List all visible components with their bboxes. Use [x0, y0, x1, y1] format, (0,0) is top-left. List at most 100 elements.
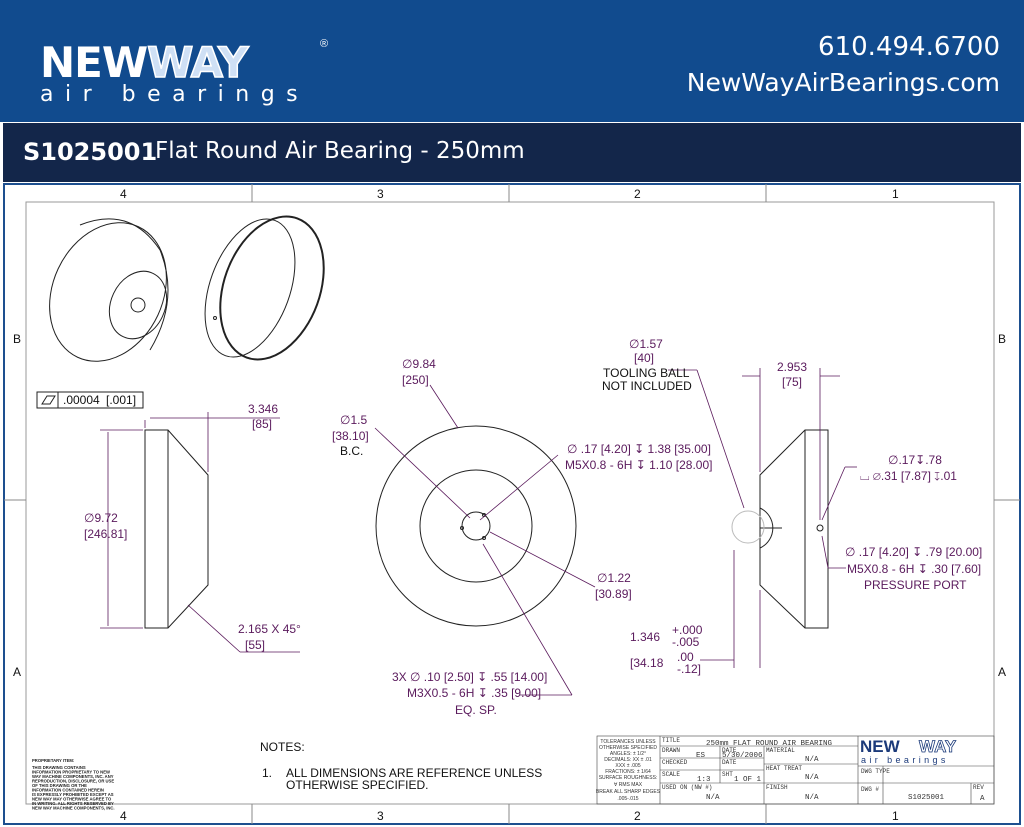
notes-heading: NOTES: — [260, 740, 305, 754]
zone-row-a: A — [13, 665, 21, 679]
flatness-metric: [.001] — [106, 393, 136, 407]
zone-labels: 4 3 2 1 4 3 2 1 B A B A — [13, 187, 1006, 823]
od-dim-in: ∅9.84 — [402, 357, 436, 371]
dwg-number-label: DWG # — [861, 786, 879, 793]
proprietary-line: REPRODUCTION, DISCLOSURE, OR USE — [32, 779, 114, 784]
holes-spec-1: 3X ∅ .10 [2.50] ↧ .55 [14.00] — [392, 670, 547, 684]
proprietary-line: INFORMATION PROPRIETARY TO NEW — [32, 770, 110, 775]
drawn-label: DRAWN — [662, 747, 680, 754]
proprietary-line: OF THIS DRAWING OR THE — [32, 783, 87, 788]
tolerance-block: TOLERANCES UNLESS OTHERWISE SPECIFIED AN… — [596, 739, 661, 802]
phone-number: 610.494.6700 — [818, 32, 1000, 62]
tooling-ball-label-1: TOOLING BALL — [603, 366, 690, 380]
zone-col-4-bottom: 4 — [120, 809, 127, 823]
proprietary-line: IN WRITING. ALL RIGHTS RESERVED BY — [32, 801, 114, 806]
finish-label: FINISH — [766, 784, 788, 791]
isometric-view-top — [204, 215, 325, 361]
tolerance-line: FRACTIONS: ± 1/64 — [605, 769, 651, 775]
finish-value: N/A — [805, 794, 819, 802]
proprietary-line: WAY MACHINE COMPONENTS, INC. ANY — [32, 774, 114, 779]
tooling-ball-label-2: NOT INCLUDED — [602, 379, 692, 393]
chamfer-dim-mm: [55] — [245, 638, 265, 652]
used-on-value: N/A — [706, 794, 720, 802]
bore-dim-in: ∅1.22 — [597, 571, 631, 585]
counterbore-spec-1: ∅.17↧.78 — [888, 453, 942, 467]
depth-tol-plus: +.000 — [672, 623, 703, 637]
tb-logo-way: WAY — [919, 737, 957, 756]
center-hole-spec-1: ∅ .17 [4.20] ↧ 1.38 [35.00] — [567, 442, 711, 456]
port-spec-1: ∅ .17 [4.20] ↧ .79 [20.00] — [845, 545, 982, 559]
zone-dividers — [4, 184, 1020, 824]
flatness-icon — [41, 395, 56, 405]
rev-value: A — [980, 795, 985, 803]
heat-treat-value: N/A — [805, 774, 819, 782]
proprietary-line: NEW WAY MACHINE COMPONENTS, INC. — [32, 806, 115, 811]
page-title: Flat Round Air Bearing - 250mm — [155, 138, 525, 164]
flatness-value: .00004 — [63, 393, 100, 407]
width-dim-mm: [85] — [252, 417, 272, 431]
tooling-ball — [731, 510, 765, 544]
material-label: MATERIAL — [766, 747, 795, 754]
title-bar: S1025001 Flat Round Air Bearing - 250mm — [3, 123, 1021, 182]
drawn-value: ES — [696, 752, 706, 760]
date2-label: DATE — [722, 759, 737, 766]
zone-col-3: 3 — [377, 187, 384, 201]
zone-row-a-right: A — [998, 665, 1006, 679]
proprietary-line: NEW WAY MAY OTHERWISE AGREE TO — [32, 797, 112, 802]
used-on-label: USED ON (NW #) — [662, 784, 712, 791]
proprietary-heading: PROPRIETARY ITEM: — [32, 758, 74, 763]
side-view-left — [144, 429, 209, 629]
tb-logo-new: NEW — [860, 737, 901, 756]
zone-row-b: B — [13, 332, 21, 346]
zone-row-b-right: B — [998, 332, 1006, 346]
tolerance-line: XXX ± .005 — [615, 763, 640, 769]
pressure-port-label: PRESSURE PORT — [864, 578, 967, 592]
height-dim-in: 2.953 — [777, 360, 807, 374]
zone-col-1: 1 — [892, 187, 899, 201]
tolerance-line: .005-.015 — [617, 796, 638, 802]
zone-col-3-bottom: 3 — [377, 809, 384, 823]
holes-spec-2: M3X0.5 - 6H ↧ .35 [9.00] — [407, 686, 541, 700]
scale-value: 1:3 — [697, 776, 711, 784]
registered-mark: ® — [320, 38, 329, 50]
part-number: S1025001 — [23, 138, 158, 166]
tolerance-line: SURFACE ROUGHNESS: — [599, 775, 658, 781]
date-label: DATE — [722, 747, 737, 754]
checked-label: CHECKED — [662, 759, 688, 766]
proprietary-notice: PROPRIETARY ITEM: THIS DRAWING CONTAINS … — [32, 758, 115, 811]
chamfer-dim: 2.165 X 45° — [238, 622, 301, 636]
width-dim-in: 3.346 — [248, 402, 278, 416]
depth-mm-plus: .00 — [677, 650, 694, 664]
diameter-dim-mm: [246.81] — [84, 527, 127, 541]
bolt-circle-label: B.C. — [340, 444, 363, 458]
zone-col-1-bottom: 1 — [892, 809, 899, 823]
front-view — [375, 425, 577, 627]
tolerance-line: ANGLES: ± 1/2° — [610, 751, 646, 757]
note-line-2: OTHERWISE SPECIFIED. — [286, 778, 428, 792]
date-value: 5/30/2006 — [722, 752, 763, 760]
zone-col-2-bottom: 2 — [634, 809, 641, 823]
center-hole-spec-2: M5X0.8 - 6H ↧ 1.10 [28.00] — [565, 458, 712, 472]
isometric-view-bottom — [49, 218, 169, 362]
tb-logo-sub: air bearings — [861, 755, 949, 765]
proprietary-line: THIS DRAWING CONTAINS — [32, 765, 86, 770]
bolt-circle-in: ∅1.5 — [340, 413, 367, 427]
ball-dim-mm: [40] — [634, 351, 654, 365]
note-line-1: ALL DIMENSIONS ARE REFERENCE UNLESS — [286, 766, 542, 780]
drawing-title: 250mm FLAT ROUND AIR BEARING — [706, 740, 833, 748]
engineering-drawing: 4 3 2 1 4 3 2 1 B A B A .00004 [.001] — [3, 183, 1021, 825]
zone-col-2: 2 — [634, 187, 641, 201]
title-block — [596, 735, 995, 805]
header-banner: NEWWAY ® air bearings 610.494.6700 NewWa… — [0, 0, 1024, 122]
port-spec-2: M5X0.8 - 6H ↧ .30 [7.60] — [847, 562, 981, 576]
logo-text-way: WAY — [146, 37, 249, 88]
depth-mm-minus: -.12] — [677, 662, 701, 676]
tolerance-line: TOLERANCES UNLESS — [600, 739, 656, 745]
newway-logo: NEWWAY — [40, 37, 249, 88]
bore-dim-mm: [30.89] — [595, 587, 632, 601]
rev-label: REV — [973, 784, 984, 791]
website-link[interactable]: NewWayAirBearings.com — [686, 68, 1000, 97]
dwg-number-value: S1025001 — [908, 794, 945, 802]
sheet-label: SHT — [722, 771, 733, 778]
title-block-logo: NEW WAY air bearings — [860, 737, 957, 765]
